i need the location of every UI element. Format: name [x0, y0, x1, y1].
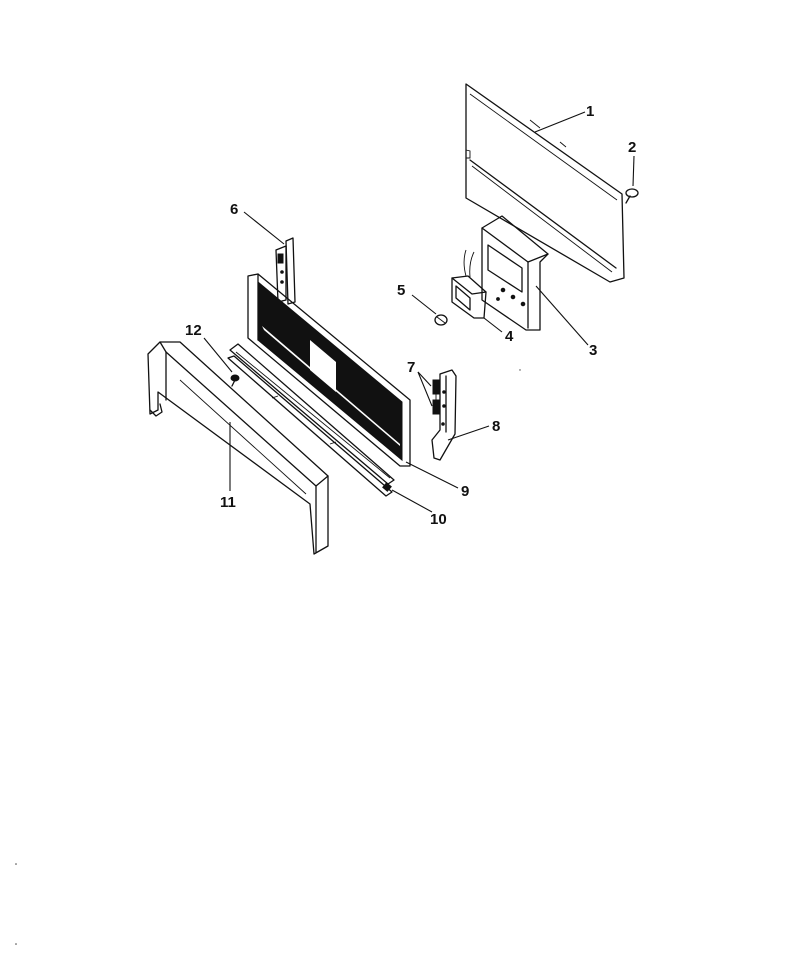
leader-4 [483, 317, 503, 333]
leader-9 [405, 461, 459, 489]
callout-2: 2 [628, 139, 636, 156]
callout-7: 7 [407, 359, 415, 376]
leader-2 [632, 155, 635, 187]
part-2-screw [625, 188, 639, 204]
callout-12: 12 [185, 322, 202, 339]
part-11-front-trim [147, 341, 329, 555]
part-9-trim-strip [229, 343, 395, 485]
callout-3: 3 [589, 342, 597, 359]
leader-1 [534, 111, 586, 133]
leader-7b [417, 371, 433, 407]
part-1-rear-panel [465, 83, 625, 283]
callout-6: 6 [230, 201, 238, 218]
callout-10: 10 [430, 511, 447, 528]
leader-10 [391, 489, 433, 513]
part-6-left-end-bracket [275, 237, 296, 305]
part-3-bracket [481, 215, 549, 331]
part-8-right-end-bracket [431, 369, 457, 461]
leader-7a [417, 371, 432, 387]
callout-5: 5 [397, 282, 405, 299]
part-10-rail [227, 355, 393, 497]
callout-4: 4 [505, 328, 514, 345]
leader-6 [243, 211, 285, 245]
callout-1: 1 [586, 103, 594, 120]
callout-8: 8 [492, 418, 500, 435]
part-12-screw [230, 374, 240, 387]
leader-5 [411, 294, 437, 315]
callout-9: 9 [461, 483, 469, 500]
leader-8 [447, 425, 490, 441]
leader-3 [535, 285, 589, 346]
part-4-display-module [451, 249, 487, 319]
leader-12 [203, 337, 233, 373]
callout-11: 11 [220, 494, 236, 511]
control-panel-backguard [247, 273, 411, 467]
callout-labels: 1 2 3 4 5 6 7 8 9 10 11 12 [185, 103, 636, 528]
part-5-knob [434, 314, 448, 326]
scan-specks [15, 369, 521, 945]
part-7-switch [432, 379, 440, 415]
leader-lines [203, 111, 635, 513]
